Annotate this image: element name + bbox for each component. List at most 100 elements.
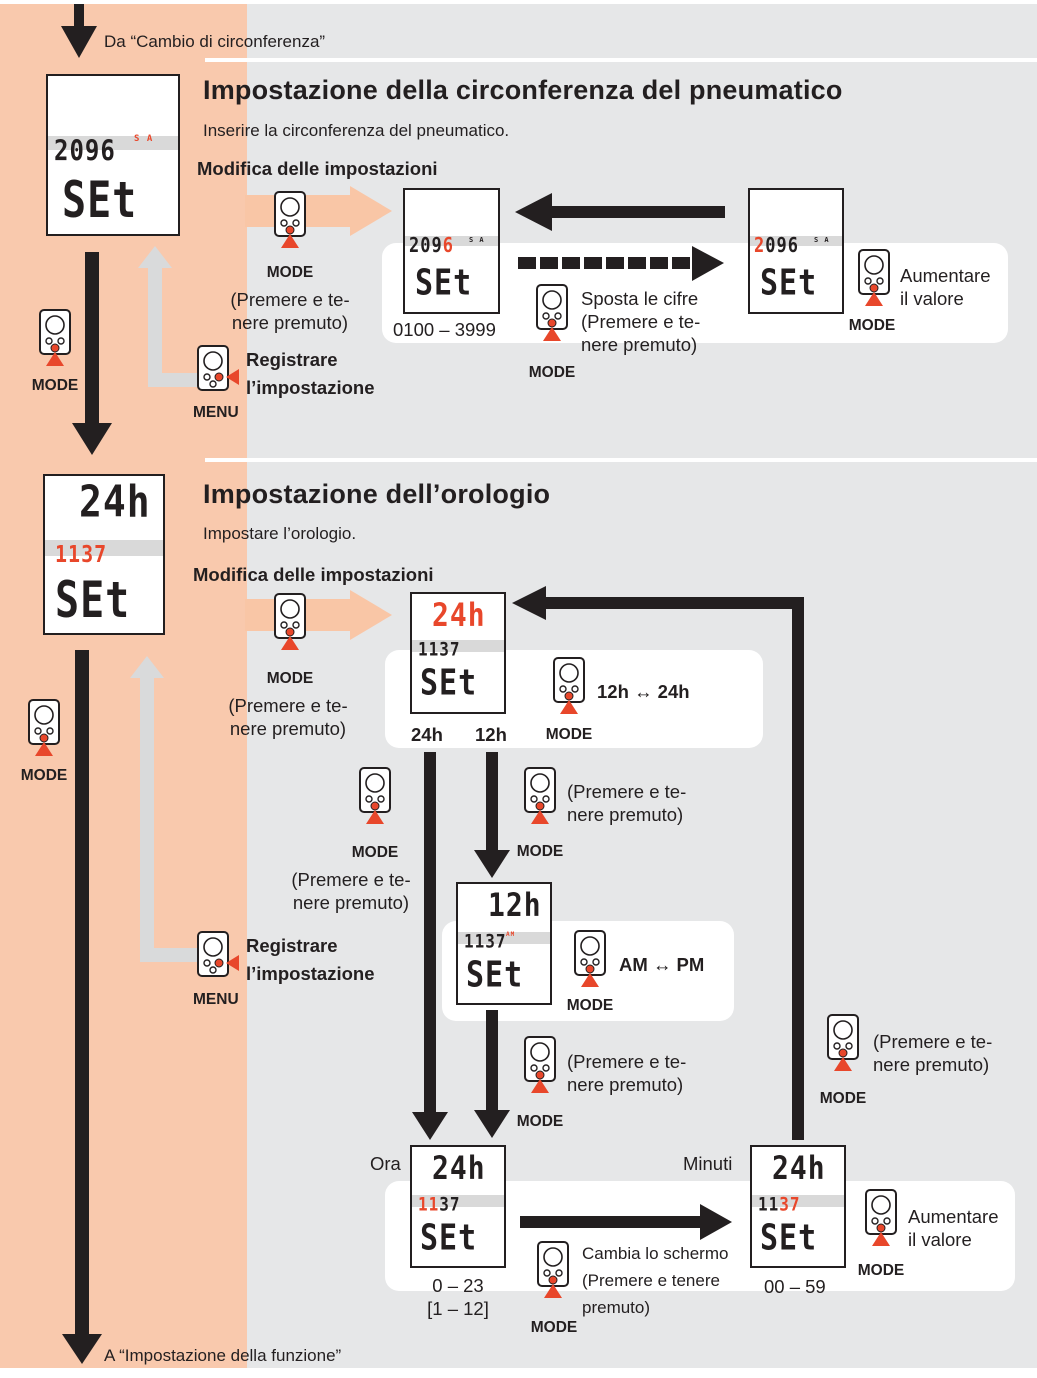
mode-label: MODE xyxy=(20,767,68,784)
lcd-set: SEt xyxy=(62,172,138,230)
hour-range-line2: [1 – 12] xyxy=(427,1298,489,1319)
clock-12h-to-hour-arrow xyxy=(474,1010,510,1138)
mode-label: MODE xyxy=(351,844,399,861)
lcd-set: SEt xyxy=(760,1217,818,1259)
lcd-clock-minute: 24h 1137 SEt xyxy=(750,1145,846,1268)
register-line1: Registrare xyxy=(246,935,338,956)
clock-title: Impostazione dell’orologio xyxy=(203,479,551,509)
lcd-clock-format: 24h 1137 SEt xyxy=(410,592,506,714)
main-down-arrow-2 xyxy=(62,650,102,1364)
from-label: Da “Cambio di circonferenza” xyxy=(104,32,326,51)
mode-button-icon[interactable] xyxy=(523,766,557,826)
lcd-digits-rest: 096 xyxy=(765,234,799,258)
tire-dashed-arrow xyxy=(518,246,724,281)
mode-button-icon[interactable] xyxy=(536,1240,570,1300)
clock-hour-to-minute-arrow xyxy=(520,1204,732,1240)
press-hold-text: (Premere e te- nere premuto) xyxy=(873,1030,992,1076)
mode-button-icon[interactable] xyxy=(273,592,307,652)
menu-button-icon[interactable] xyxy=(196,930,240,982)
press-hold-text: (Premere e te- nere premuto) xyxy=(567,1050,686,1096)
lcd-24h: 24h xyxy=(79,476,151,527)
change-screen-line2: (Premere e tenere xyxy=(582,1271,720,1290)
pink-arrow-clock xyxy=(245,590,392,640)
register-line2: l’impostazione xyxy=(246,963,375,984)
clock-edit-label: Modifica delle impostazioni xyxy=(193,564,434,585)
move-digits-text: Sposta le cifre (Premere e te- nere prem… xyxy=(581,287,700,356)
mode-button-icon[interactable] xyxy=(38,308,72,368)
press-hold-line2: nere premuto) xyxy=(231,312,349,333)
lcd-set: SEt xyxy=(760,262,818,304)
tire-range: 0100 – 3999 xyxy=(393,319,496,340)
mode-button-icon[interactable] xyxy=(358,766,392,826)
increase-line2: il valore xyxy=(908,1229,972,1250)
mode-label: MODE xyxy=(266,264,314,281)
lcd-time: 1137 xyxy=(464,930,507,952)
lcd-set: SEt xyxy=(466,954,524,996)
press-hold-line1: (Premere e te- xyxy=(567,781,687,802)
move-digits-line3: nere premuto) xyxy=(581,334,698,355)
main-down-arrow-1 xyxy=(72,252,112,455)
lcd-time: 1137 xyxy=(758,1193,801,1215)
toggle-12-24-text: 12h ↔ 24h xyxy=(597,681,690,702)
press-hold-text: (Premere e te- nere premuto) xyxy=(218,694,358,740)
label-24h: 24h xyxy=(411,724,443,745)
change-screen-text: Cambia lo schermo (Premere e tenere prem… xyxy=(582,1240,728,1321)
mode-button-icon[interactable] xyxy=(864,1188,898,1248)
lcd-clock-hour: 24h 1137 SEt xyxy=(410,1145,506,1268)
register-line2: l’impostazione xyxy=(246,377,375,398)
press-hold-line1: (Premere e te- xyxy=(567,1051,687,1072)
lcd-12h: 12h xyxy=(488,886,542,924)
press-hold-line2: nere premuto) xyxy=(567,1074,684,1095)
lcd-tire-edit: 2096 S A SEt xyxy=(403,188,500,314)
mode-button-icon[interactable] xyxy=(826,1013,860,1073)
lcd-edit-digits: 2096 xyxy=(754,234,799,258)
hour-range-line1: 0 – 23 xyxy=(432,1275,484,1296)
tire-edit-label: Modifica delle impostazioni xyxy=(197,158,438,179)
press-hold-text: (Premere e te- nere premuto) xyxy=(281,868,421,914)
move-digits-line2: (Premere e te- xyxy=(581,311,701,332)
clock-loop-arrow xyxy=(512,586,804,1140)
lcd-hh: 11 xyxy=(758,1193,780,1215)
mode-label: MODE xyxy=(528,364,576,381)
mode-label: MODE xyxy=(530,1319,578,1336)
divider-middle xyxy=(205,458,1037,462)
lcd-set: SEt xyxy=(55,572,131,630)
press-hold-text: (Premere e te- nere premuto) xyxy=(567,780,686,826)
press-hold-line2: nere premuto) xyxy=(873,1054,990,1075)
mode-button-icon[interactable] xyxy=(857,248,891,308)
mode-label: MODE xyxy=(31,377,79,394)
press-hold-line2: nere premuto) xyxy=(292,892,410,913)
lcd-24h: 24h xyxy=(772,1149,826,1187)
press-hold-line2: nere premuto) xyxy=(229,718,347,739)
move-digits-line1: Sposta le cifre xyxy=(581,288,699,309)
lcd-hh-red: 11 xyxy=(418,1193,440,1215)
mode-button-icon[interactable] xyxy=(535,283,569,343)
increase-text: Aumentare il valore xyxy=(900,264,991,310)
lcd-digit-red: 6 xyxy=(442,234,454,258)
lcd-time: 1137 xyxy=(418,1193,461,1215)
to-label: A “Impostazione della funzione” xyxy=(104,1346,342,1365)
tire-back-arrow xyxy=(515,193,725,231)
press-hold-line1: (Premere e te- xyxy=(230,289,350,310)
grey-return-arrow-clock xyxy=(130,656,198,962)
mode-label: MODE xyxy=(516,843,564,860)
mode-button-icon[interactable] xyxy=(273,190,307,250)
lcd-edit-digits: 2096 xyxy=(409,234,454,258)
menu-button-icon[interactable] xyxy=(196,344,240,396)
mode-button-icon[interactable] xyxy=(552,656,586,716)
lcd-mm: 37 xyxy=(439,1193,461,1215)
lcd-am-indicator: AM xyxy=(506,931,516,938)
label-12h: 12h xyxy=(475,724,507,745)
hour-label: Ora xyxy=(370,1153,401,1174)
mode-label: MODE xyxy=(266,670,314,687)
mode-button-icon[interactable] xyxy=(573,929,607,989)
change-screen-line3: premuto) xyxy=(582,1298,651,1317)
tire-title: Impostazione della circonferenza del pne… xyxy=(203,75,843,105)
mode-button-icon[interactable] xyxy=(523,1035,557,1095)
mode-label: MODE xyxy=(819,1090,867,1107)
mode-button-icon[interactable] xyxy=(27,698,61,758)
mode-label: MODE xyxy=(566,997,614,1014)
press-hold-line1: (Premere e te- xyxy=(873,1031,993,1052)
lcd-tire-increase: 2096 S A SEt xyxy=(748,188,844,314)
